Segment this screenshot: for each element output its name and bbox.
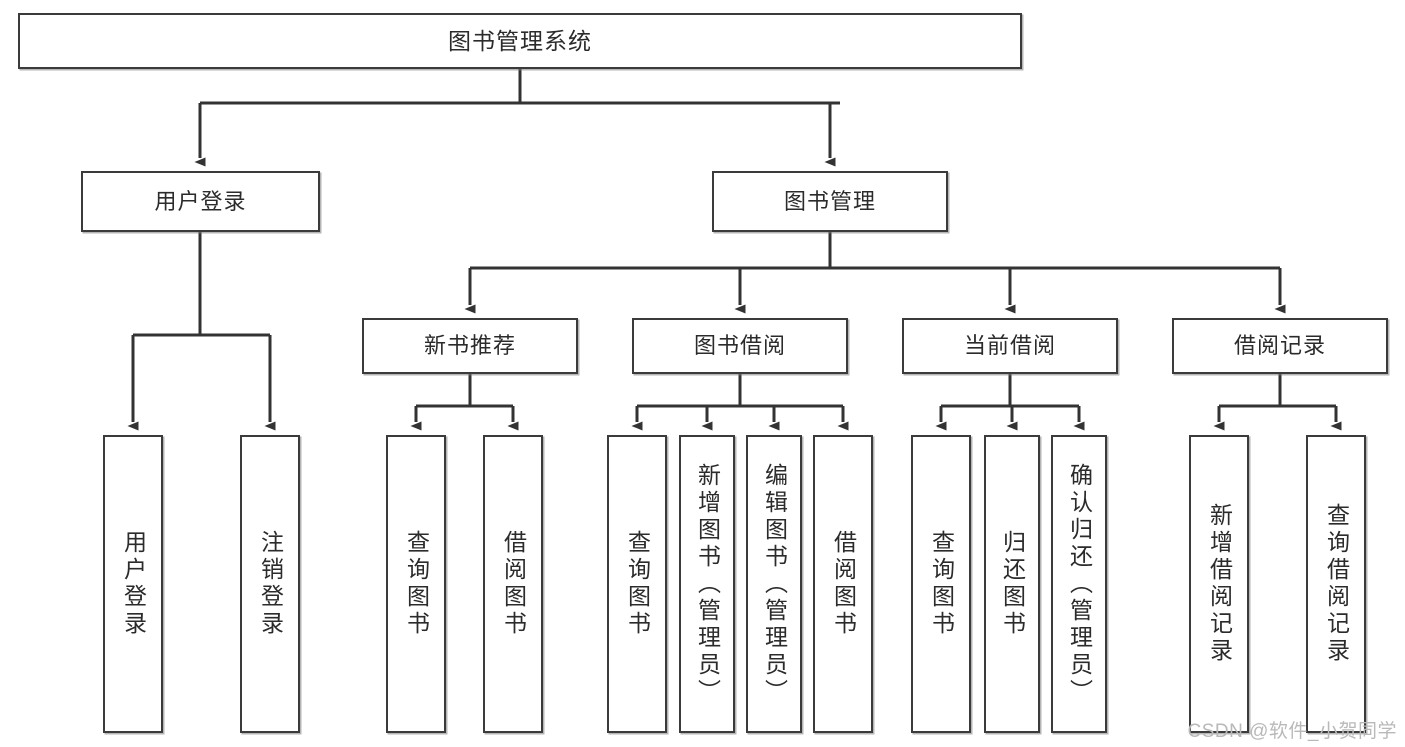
leaf-return-book[interactable]: 归还图书 [984,435,1040,733]
node-root-label: 图书管理系统 [448,27,592,54]
leaf-edit-book-admin[interactable]: 编辑图书（管理员） [746,435,802,733]
leaf-borrow-book-recommend[interactable]: 借阅图书 [483,435,543,733]
node-borrow-record-label: 借阅记录 [1233,333,1326,359]
leaf-add-book-admin[interactable]: 新增图书（管理员） [679,435,735,733]
leaf-add-borrow-record-label: 新增借阅记录 [1206,503,1233,665]
leaf-user-login[interactable]: 用户登录 [103,435,163,733]
leaf-query-book-current[interactable]: 查询图书 [911,435,971,733]
leaf-query-book-current-label: 查询图书 [928,530,955,638]
leaf-user-logout[interactable]: 注销登录 [240,435,300,733]
node-current-borrow[interactable]: 当前借阅 [902,318,1118,374]
leaf-query-book-borrow-label: 查询图书 [624,530,651,638]
leaf-query-book-recommend-label: 查询图书 [403,530,430,638]
node-root[interactable]: 图书管理系统 [18,13,1022,69]
node-user-login-label: 用户登录 [154,188,247,214]
node-new-book-recommend[interactable]: 新书推荐 [362,318,578,374]
leaf-query-book-borrow[interactable]: 查询图书 [607,435,667,733]
leaf-borrow-book-recommend-label: 借阅图书 [500,530,527,638]
node-borrow-record[interactable]: 借阅记录 [1172,318,1388,374]
leaf-edit-book-admin-label: 编辑图书（管理员） [761,462,788,706]
node-user-login[interactable]: 用户登录 [81,171,320,232]
leaf-confirm-return-admin-label: 确认归还（管理员） [1066,462,1093,706]
node-new-book-recommend-label: 新书推荐 [423,333,516,359]
node-book-borrow-label: 图书借阅 [693,333,786,359]
leaf-borrow-book[interactable]: 借阅图书 [813,435,873,733]
node-book-borrow[interactable]: 图书借阅 [632,318,848,374]
node-book-management[interactable]: 图书管理 [712,171,948,232]
leaf-add-borrow-record[interactable]: 新增借阅记录 [1189,435,1249,733]
leaf-add-book-admin-label: 新增图书（管理员） [694,462,721,706]
leaf-query-borrow-record[interactable]: 查询借阅记录 [1306,435,1366,733]
leaf-borrow-book-label: 借阅图书 [830,530,857,638]
node-book-management-label: 图书管理 [783,188,876,214]
leaf-confirm-return-admin[interactable]: 确认归还（管理员） [1051,435,1107,733]
node-current-borrow-label: 当前借阅 [963,333,1056,359]
leaf-query-borrow-record-label: 查询借阅记录 [1323,503,1350,665]
leaf-user-login-label: 用户登录 [120,530,147,638]
leaf-user-logout-label: 注销登录 [257,530,284,638]
leaf-return-book-label: 归还图书 [999,530,1026,638]
leaf-query-book-recommend[interactable]: 查询图书 [386,435,446,733]
